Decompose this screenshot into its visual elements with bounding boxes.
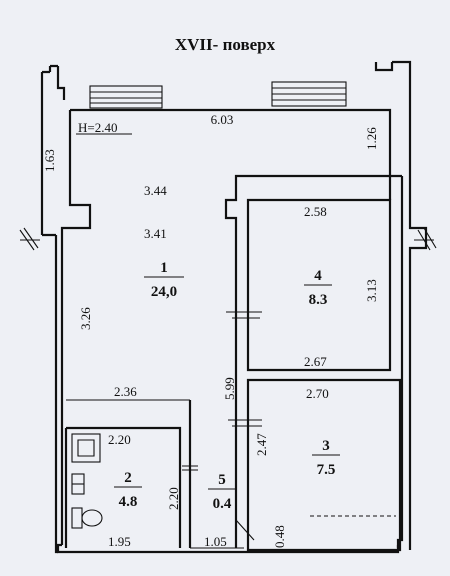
dim-left-upper: 1.63 <box>42 149 57 172</box>
dim-niche-height: 0.48 <box>272 525 287 548</box>
inner-walls <box>64 174 402 552</box>
window-left <box>89 85 163 109</box>
dim-corridor-vertical: 5.99 <box>222 377 237 400</box>
dim-top-width: 6.03 <box>211 112 234 127</box>
ceiling-height-label: H=2.40 <box>78 120 117 135</box>
dim-closet-bottom: 1.05 <box>204 534 227 549</box>
dim-hall-b: 3.41 <box>144 226 167 241</box>
svg-text:7.5: 7.5 <box>317 462 336 478</box>
room-1-label: 1 24,0 <box>144 260 184 300</box>
floor-title: XVII- поверх <box>175 35 276 54</box>
svg-text:4: 4 <box>314 268 322 284</box>
svg-text:1: 1 <box>160 260 168 276</box>
sink-icon <box>71 473 85 495</box>
dim-room3-top: 2.70 <box>306 386 329 401</box>
room-3-label: 3 7.5 <box>312 438 340 478</box>
dim-room3-left: 2.47 <box>254 433 269 456</box>
dim-right-upper: 1.26 <box>364 127 379 150</box>
dim-room4-top: 2.58 <box>304 204 327 219</box>
dim-bath-right: 2.20 <box>166 487 181 510</box>
svg-text:4.8: 4.8 <box>119 494 138 510</box>
svg-text:8.3: 8.3 <box>309 292 328 308</box>
window-right <box>271 81 347 107</box>
svg-text:24,0: 24,0 <box>151 284 177 300</box>
dim-bath-bottom: 1.95 <box>108 534 131 549</box>
room-5-label: 5 0.4 <box>208 472 236 512</box>
toilet-icon <box>71 507 103 529</box>
room-4-label: 4 8.3 <box>304 268 332 308</box>
svg-text:5: 5 <box>218 472 226 488</box>
dim-left-lower: 3.26 <box>78 307 93 330</box>
dim-bath-top-line: 2.36 <box>114 384 137 399</box>
room-2-label: 2 4.8 <box>114 470 142 510</box>
dim-room4-bottom: 2.67 <box>304 354 327 369</box>
svg-text:2: 2 <box>124 470 132 486</box>
dim-bath-top: 2.20 <box>108 432 131 447</box>
svg-text:0.4: 0.4 <box>213 496 232 512</box>
shower-icon <box>71 433 101 463</box>
dim-room4-right: 3.13 <box>364 279 379 302</box>
svg-text:3: 3 <box>322 438 330 454</box>
dim-hall-a: 3.44 <box>144 183 167 198</box>
